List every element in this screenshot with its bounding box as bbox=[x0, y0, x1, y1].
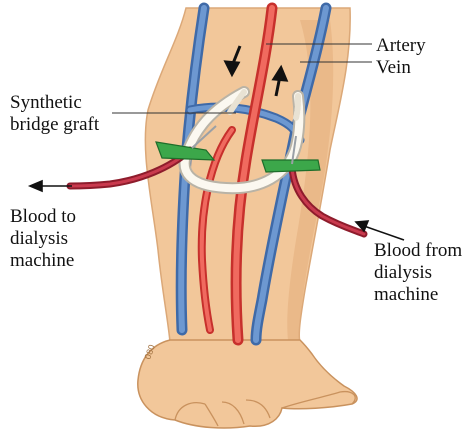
vein-label: Vein bbox=[376, 57, 411, 79]
blood-to-label: Blood to dialysis machine bbox=[10, 206, 76, 272]
blood-from-label: Blood from dialysis machine bbox=[374, 240, 462, 306]
hand bbox=[138, 340, 357, 428]
artery-label: Artery bbox=[376, 35, 426, 57]
graft-label: Synthetic bridge graft bbox=[10, 92, 99, 136]
